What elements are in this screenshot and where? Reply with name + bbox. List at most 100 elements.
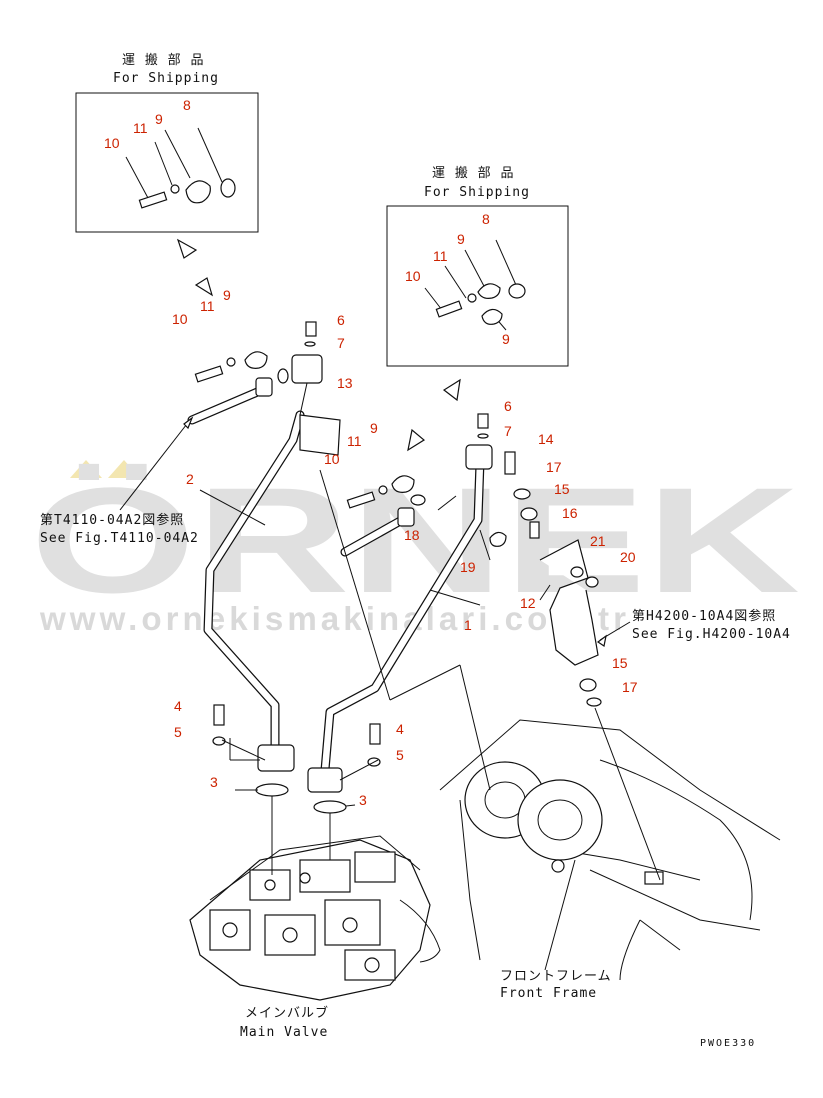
o-ring-icon	[255, 783, 289, 797]
callout-1: 1	[464, 617, 472, 633]
watermark: ÖRNEK www.ornekismakinalari.com.tr	[30, 456, 800, 637]
plug-icon	[220, 178, 236, 198]
washer-icon	[570, 566, 584, 578]
front-frame	[439, 719, 781, 981]
bolt-icon	[369, 723, 381, 745]
o-ring-icon	[304, 341, 316, 347]
callout-17: 17	[546, 459, 562, 475]
ref-right-jp: 第H4200-10A4図参照	[632, 608, 776, 624]
plug-icon	[508, 283, 526, 299]
callout-5: 5	[174, 724, 182, 740]
callout-21: 21	[590, 533, 606, 549]
clamp-icon	[185, 180, 211, 204]
callout-7: 7	[337, 335, 345, 351]
shipping-box-2: 運 搬 部 品 For Shipping 8 9 11 10 9	[386, 166, 569, 367]
callout-10: 10	[172, 311, 188, 327]
callout-20: 20	[620, 549, 636, 565]
bolt-icon	[435, 300, 463, 318]
ref-left-jp: 第T4110-04A2図参照	[40, 512, 184, 528]
drawing-code: PWOE330	[700, 1038, 756, 1049]
nut-icon	[579, 678, 597, 692]
tube-1	[307, 444, 493, 793]
hose-left	[187, 377, 273, 425]
bracket-13	[299, 414, 341, 456]
bolt-icon	[477, 413, 489, 429]
washer-icon	[378, 485, 388, 495]
clamp-icon	[244, 351, 268, 369]
callout-18: 18	[404, 527, 420, 543]
ref-right-en: See Fig.H4200-10A4	[632, 627, 791, 642]
shipping-box-1-callout-8: 8	[183, 97, 191, 113]
clamp-icon	[391, 475, 415, 493]
flange-icon	[291, 354, 323, 384]
callout-13: 13	[337, 375, 353, 391]
callout-10b: 10	[324, 451, 340, 467]
collar-icon	[529, 521, 540, 539]
shipping-box-2-title-en: For Shipping	[424, 185, 530, 200]
shipping-box-2-callout-9b: 9	[502, 331, 510, 347]
callout-16: 16	[562, 505, 578, 521]
washer-icon	[513, 488, 531, 500]
callout-3: 3	[210, 774, 218, 790]
callout-6b: 6	[504, 398, 512, 414]
callout-12: 12	[520, 595, 536, 611]
clamp-icon	[481, 308, 503, 325]
main-valve-label-en: Main Valve	[240, 1025, 328, 1040]
callout-19: 19	[460, 559, 476, 575]
bolt-icon	[305, 321, 317, 337]
o-ring-icon	[313, 800, 347, 814]
washer-icon	[586, 697, 602, 707]
reference-labels: 第T4110-04A2図参照 See Fig.T4110-04A2 第H4200…	[40, 512, 791, 1049]
callout-9b: 9	[370, 420, 378, 436]
double-arrow-1	[176, 238, 214, 297]
washer-icon	[467, 293, 477, 303]
nut-icon	[585, 576, 599, 588]
callout-6: 6	[337, 312, 345, 328]
watermark-accent-right	[108, 460, 140, 478]
bolt-icon	[346, 491, 376, 509]
shipping-box-1-callout-11: 11	[133, 120, 148, 136]
o-ring-icon	[477, 433, 489, 439]
callouts: 10 11 9 6 7 13 2 10 11 9 6 7 14 17 15 16…	[172, 287, 638, 808]
o-ring-icon	[277, 368, 289, 384]
callout-15: 15	[554, 481, 570, 497]
double-arrow-2	[407, 378, 461, 452]
flange-icon	[257, 744, 295, 772]
washer-icon	[170, 184, 180, 194]
shipping-box-2-callout-10: 10	[405, 268, 421, 284]
shipping-box-1-frame	[75, 92, 259, 233]
shipping-box-2-frame	[386, 205, 569, 367]
hose-right	[340, 507, 415, 557]
shipping-box-1-title-jp: 運 搬 部 品	[122, 53, 204, 68]
callout-5b: 5	[396, 747, 404, 763]
shipping-box-2-callout-8: 8	[482, 211, 490, 227]
bolt-icon	[138, 191, 168, 209]
callout-14: 14	[538, 431, 554, 447]
front-frame-label-jp: フロントフレーム	[500, 969, 612, 984]
shipping-box-1: 運 搬 部 品 For Shipping 8 9 11 10	[75, 53, 259, 233]
callout-11b: 11	[347, 433, 362, 449]
bolt-icon	[504, 451, 516, 475]
o-ring-icon	[410, 494, 426, 506]
callout-11: 11	[200, 298, 215, 314]
callout-4: 4	[174, 698, 182, 714]
callout-7b: 7	[504, 423, 512, 439]
front-frame-label-en: Front Frame	[500, 986, 597, 1001]
shipping-box-2-callout-11: 11	[433, 248, 448, 264]
clamp-icon	[477, 283, 501, 299]
shipping-box-2-callout-9: 9	[457, 231, 465, 247]
washer-icon	[226, 357, 236, 367]
clamp-icon	[489, 531, 507, 547]
flange-icon	[307, 767, 343, 793]
callout-17b: 17	[622, 679, 638, 695]
bolt-icon	[194, 365, 224, 383]
bolt-icon	[213, 704, 225, 726]
main-valve-label-jp: メインバルブ	[245, 1005, 329, 1021]
shipping-box-1-title-en: For Shipping	[113, 71, 219, 86]
callout-15b: 15	[612, 655, 628, 671]
flange-icon	[465, 444, 493, 470]
callout-9: 9	[223, 287, 231, 303]
ref-left-en: See Fig.T4110-04A2	[40, 531, 199, 546]
watermark-url: www.ornekismakinalari.com.tr	[39, 600, 630, 637]
